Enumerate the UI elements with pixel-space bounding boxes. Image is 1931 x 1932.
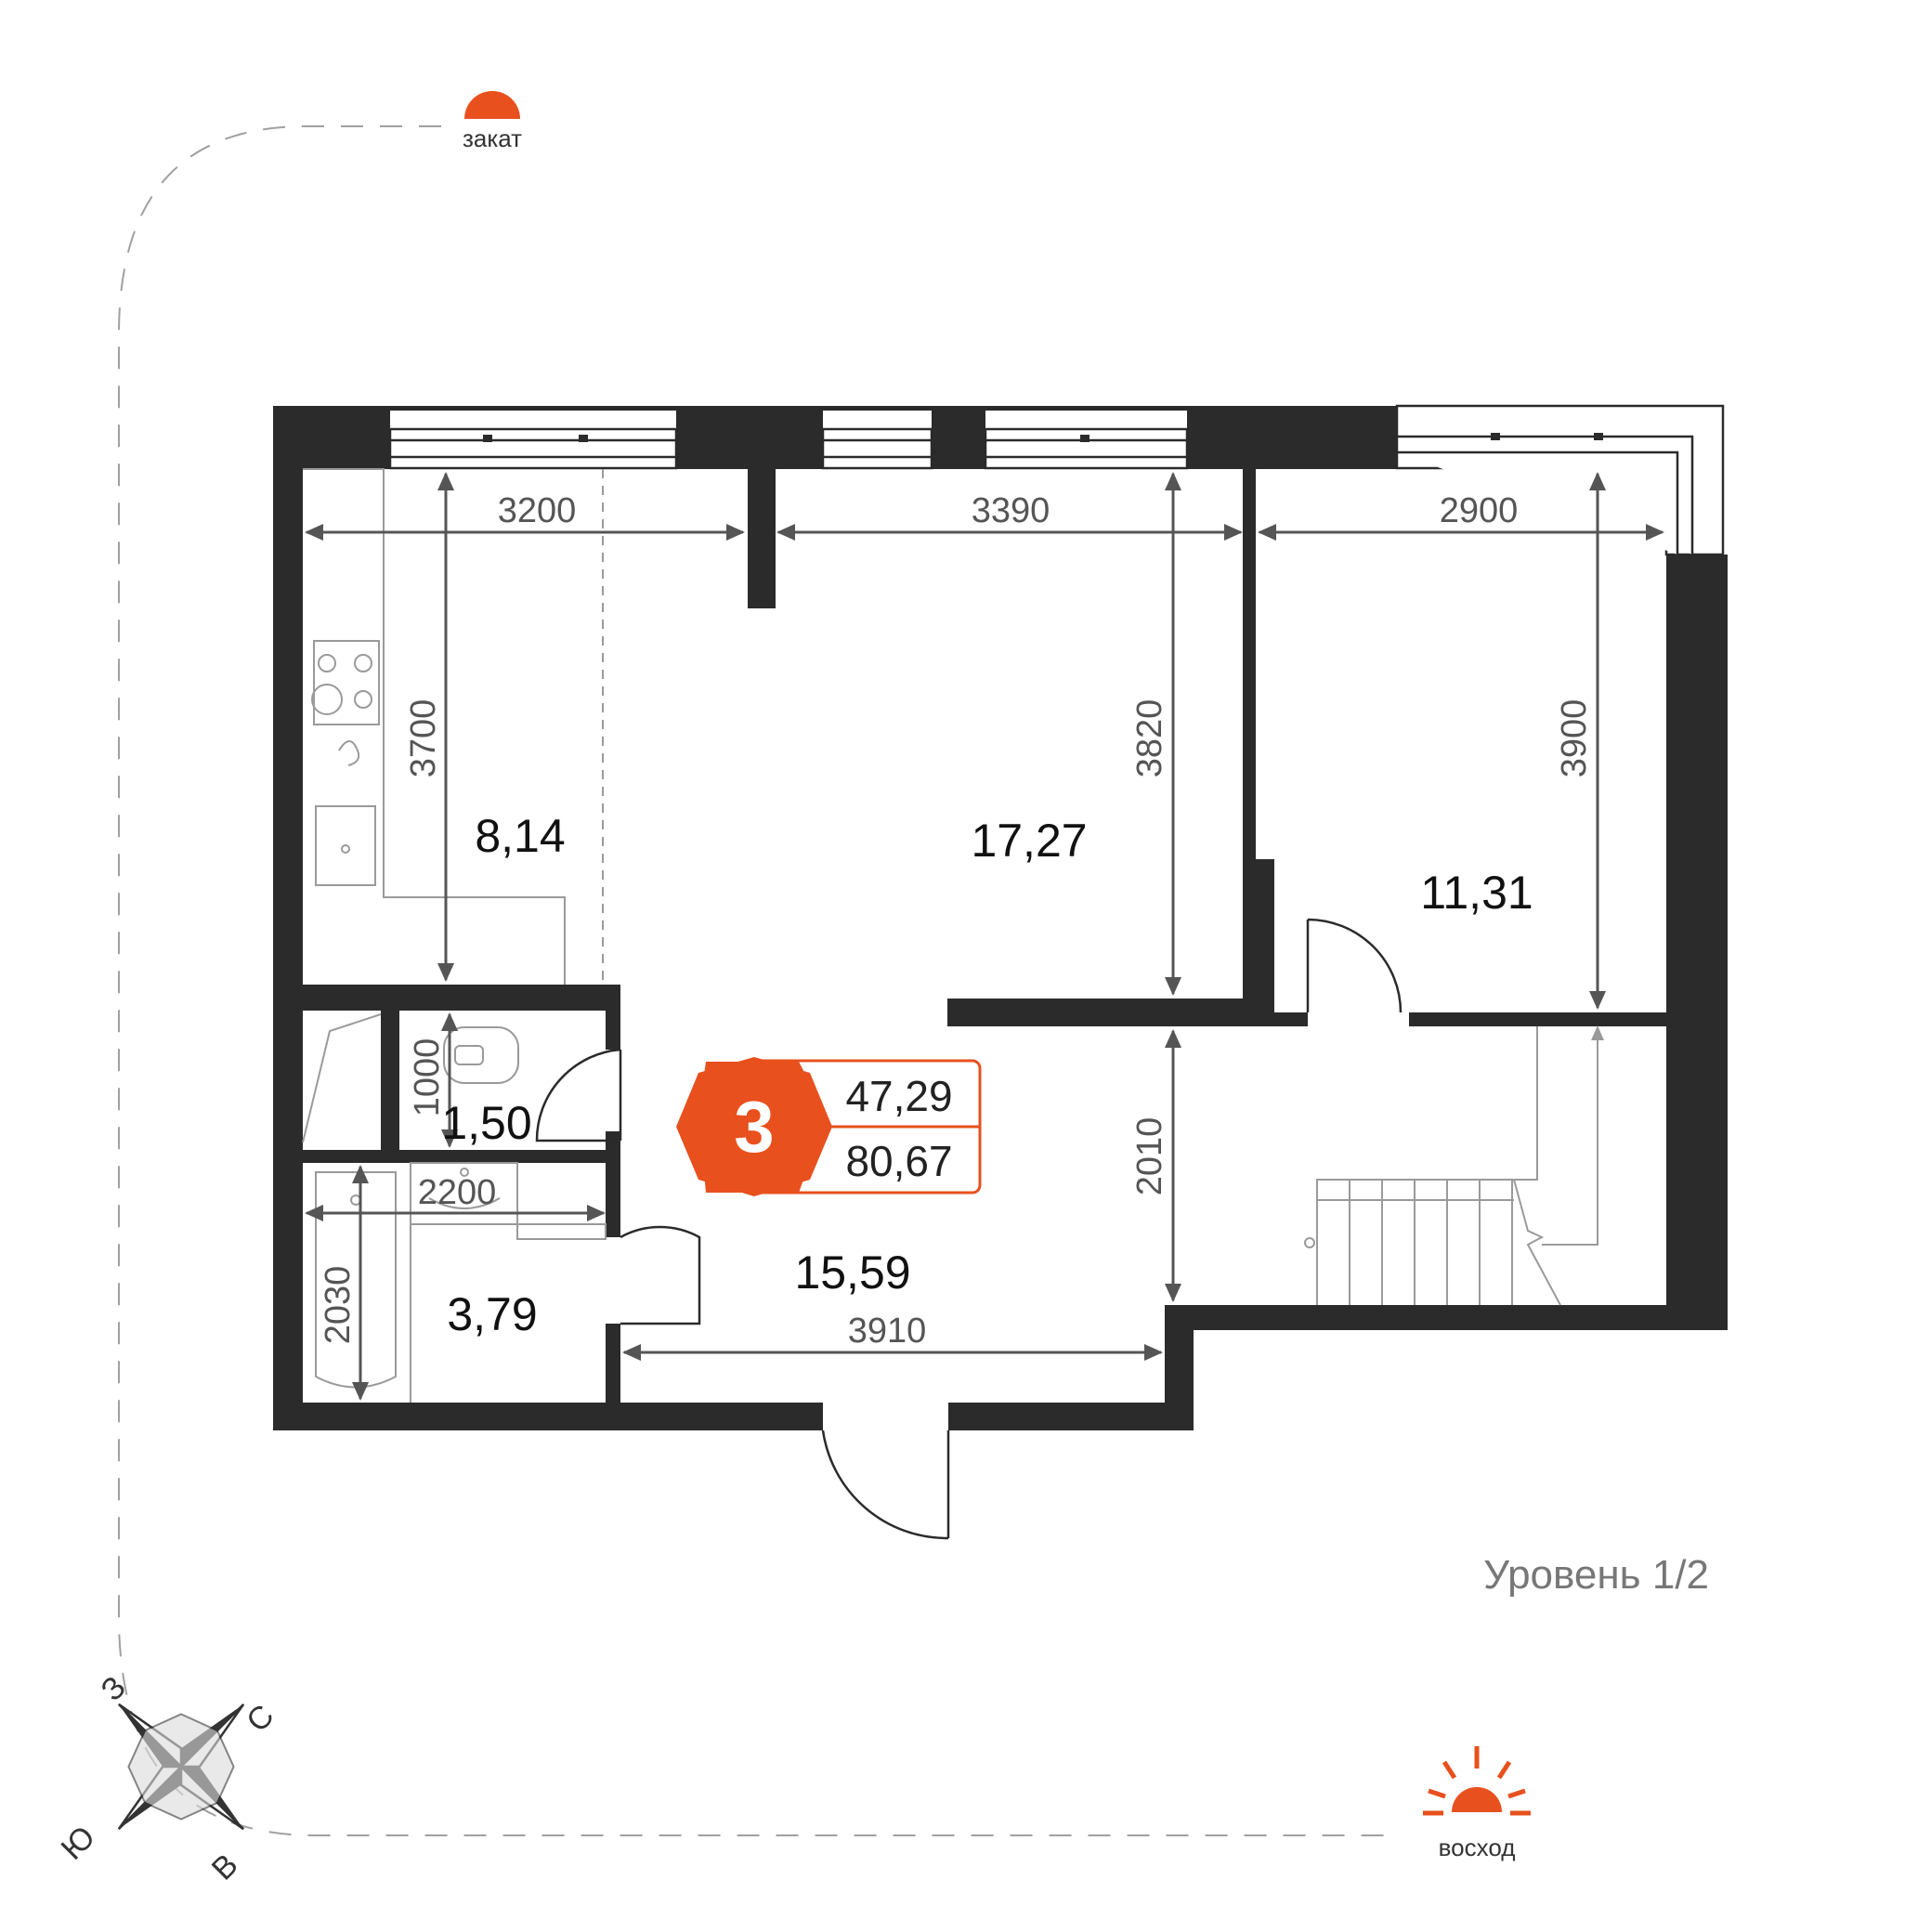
dim-hall-depth: 2010 xyxy=(1130,1117,1169,1196)
compass-east-label: В xyxy=(205,1847,245,1887)
dim-living-width: 3390 xyxy=(972,491,1050,530)
sunset-icon xyxy=(464,91,520,119)
hood-icon xyxy=(338,740,360,766)
walls xyxy=(273,406,1728,1430)
washer-icon xyxy=(516,1223,607,1240)
total-area-value: 80,67 xyxy=(845,1137,952,1185)
windows xyxy=(388,404,1725,556)
room-area-bedroom: 11,31 xyxy=(1420,867,1533,919)
dim-living-depth: 3820 xyxy=(1130,699,1169,778)
dim-kitchen-depth: 3700 xyxy=(404,699,443,778)
room-area-bathroom: 3,79 xyxy=(447,1288,537,1340)
dim-hall-width: 3910 xyxy=(848,1312,927,1351)
doors xyxy=(535,918,1403,1540)
room-area-hall: 15,59 xyxy=(794,1247,910,1299)
storage-shelf xyxy=(302,1013,382,1143)
kitchen-counter xyxy=(303,468,604,985)
sunset-label: закат xyxy=(463,124,522,152)
compass-west-label: З xyxy=(95,1670,133,1708)
room-area-living: 17,27 xyxy=(971,815,1087,867)
room-area-toilet: 1,50 xyxy=(441,1097,531,1149)
dim-bedroom-width: 2900 xyxy=(1440,491,1519,530)
living-area-value: 47,29 xyxy=(845,1072,952,1120)
toilet-icon xyxy=(443,1026,519,1084)
compass-north-label: С xyxy=(240,1698,281,1739)
level-label: Уровень 1/2 xyxy=(1483,1552,1709,1598)
rooms-count: 3 xyxy=(734,1086,774,1168)
dim-bedroom-depth: 3900 xyxy=(1555,699,1594,778)
room-area-kitchen: 8,14 xyxy=(475,810,565,862)
dim-bath-width: 2200 xyxy=(418,1173,497,1212)
compass-south-label: Ю xyxy=(55,1820,102,1867)
orientation-path xyxy=(118,125,1393,1836)
sunrise-icon xyxy=(1423,1746,1531,1816)
sunrise-label: восход xyxy=(1439,1834,1516,1861)
dimension-lines xyxy=(305,472,1664,1401)
dim-toilet-depth: 1000 xyxy=(408,1038,447,1117)
apartment-summary-card xyxy=(676,1057,982,1196)
dim-bath-depth: 2030 xyxy=(319,1266,358,1345)
compass-icon xyxy=(117,1703,245,1831)
dim-kitchen-width: 3200 xyxy=(498,491,577,530)
staircase xyxy=(1304,1025,1604,1306)
